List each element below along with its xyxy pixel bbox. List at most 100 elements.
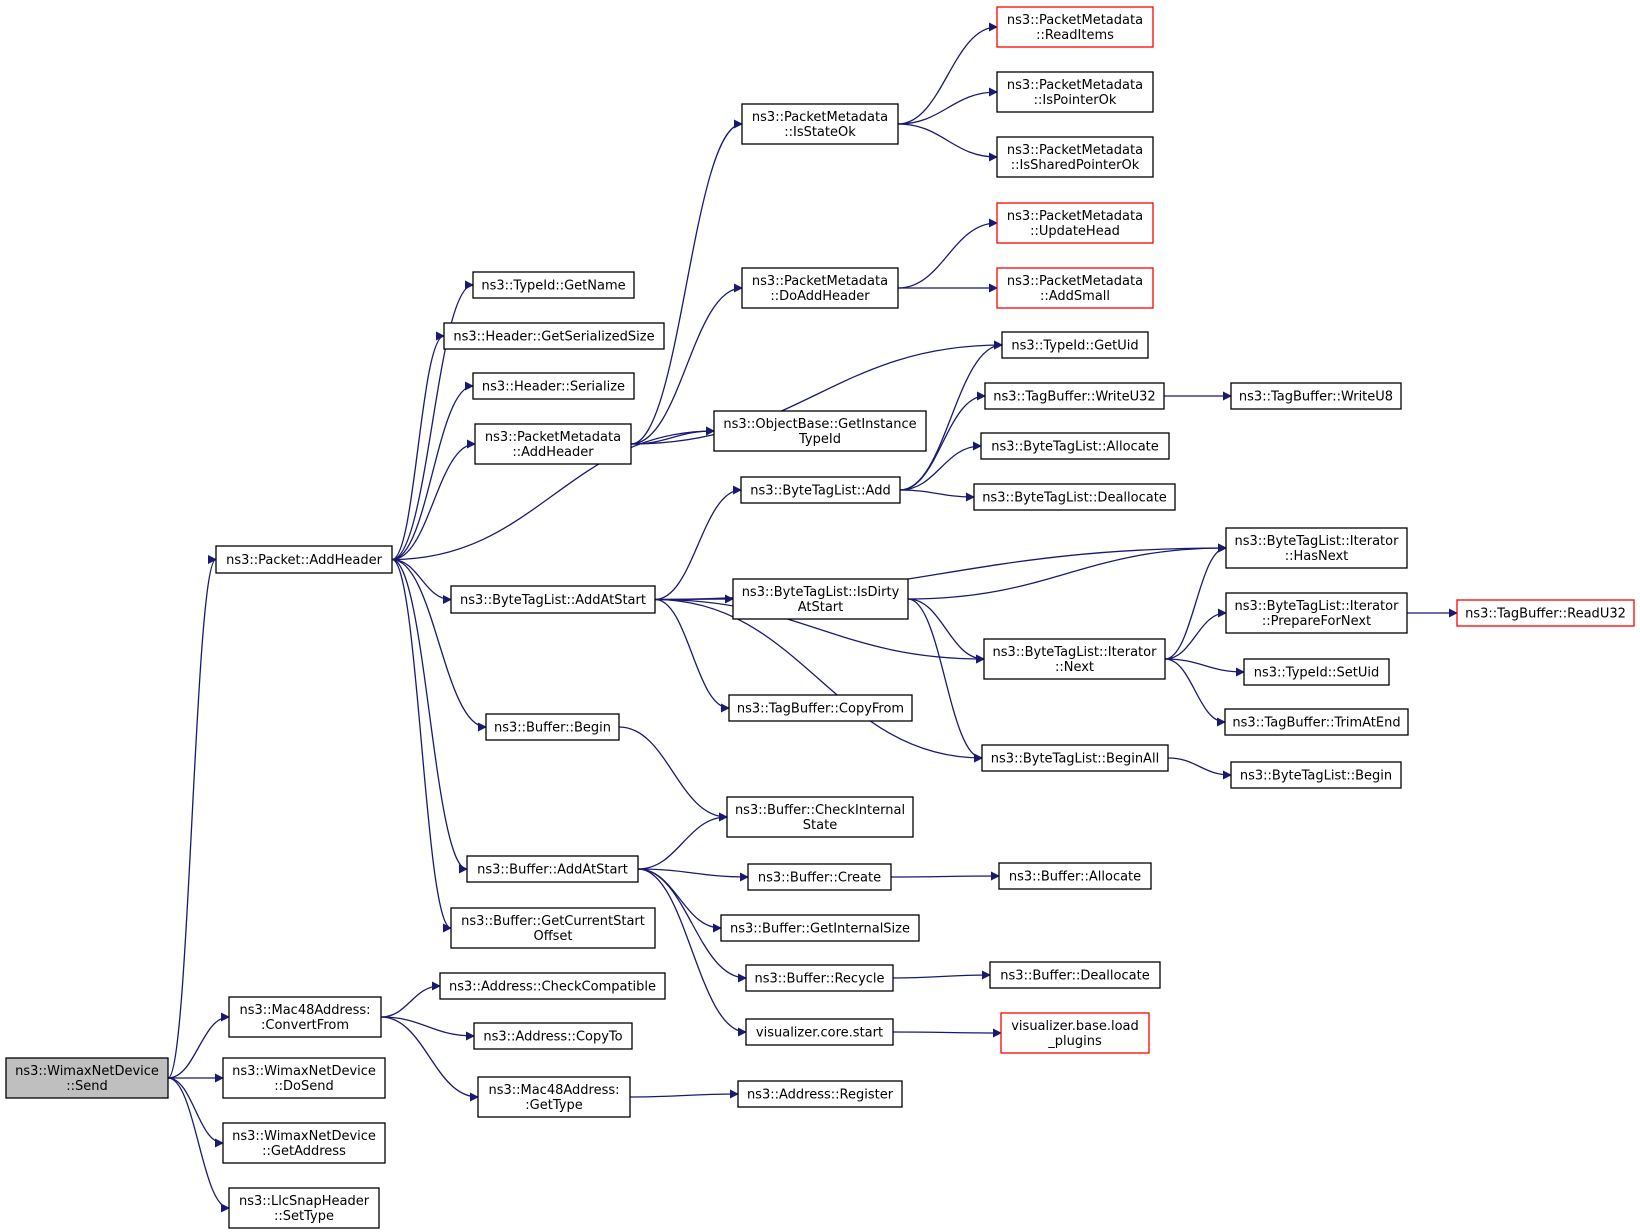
function-node-btl-begin[interactable]: ns3::ByteTagList::Begin: [1230, 761, 1402, 789]
function-node-pm-doaddheader[interactable]: ns3::PacketMetadata::DoAddHeader: [741, 267, 899, 309]
function-node-wimax-send[interactable]: ns3::WimaxNetDevice::Send: [5, 1057, 169, 1099]
function-node-btl-iterator-next[interactable]: ns3::ByteTagList::Iterator::Next: [983, 638, 1166, 680]
call-arrow: [630, 119, 743, 445]
function-node-packet-addheader[interactable]: ns3::Packet::AddHeader: [215, 545, 393, 574]
call-arrow: [907, 598, 985, 664]
function-node-address-register[interactable]: ns3::Address::Register: [737, 1080, 903, 1108]
node-box: [1456, 599, 1635, 627]
node-label: ns3::ByteTagList::Begin: [1240, 769, 1392, 784]
function-node-btl-iterator-preparefornext[interactable]: ns3::ByteTagList::Iterator::PrepareForNe…: [1225, 592, 1408, 634]
node-label: ns3::Header::GetSerializedSize: [453, 330, 654, 345]
node-label: ns3::Buffer::Deallocate: [1000, 969, 1149, 984]
call-edge: [907, 598, 985, 664]
function-node-typeid-setuid[interactable]: ns3::TypeId::SetUid: [1243, 658, 1390, 686]
call-arrow: [380, 1016, 475, 1041]
function-node-buffer-deallocate[interactable]: ns3::Buffer::Deallocate: [989, 961, 1161, 989]
function-node-visualizer-base-load-plugins[interactable]: visualizer.base.load_plugins: [1000, 1012, 1150, 1054]
call-edge: [630, 283, 743, 445]
function-node-typeid-getname[interactable]: ns3::TypeId::GetName: [472, 271, 635, 299]
node-label: ns3::Buffer::Create: [758, 871, 881, 886]
function-node-tagbuffer-readu32[interactable]: ns3::TagBuffer::ReadU32: [1456, 599, 1635, 627]
node-box: [222, 1057, 386, 1099]
function-node-pm-issharedpointerok[interactable]: ns3::PacketMetadata::IsSharedPointerOk: [996, 136, 1154, 178]
function-node-pm-addsmall[interactable]: ns3::PacketMetadata::AddSmall: [996, 267, 1154, 309]
function-node-pm-isstateok[interactable]: ns3::PacketMetadata::IsStateOk: [741, 103, 899, 145]
call-arrow: [907, 543, 1227, 600]
function-node-typeid-getuid[interactable]: ns3::TypeId::GetUid: [1001, 331, 1149, 359]
function-node-pm-readitems[interactable]: ns3::PacketMetadata::ReadItems: [996, 6, 1154, 48]
node-label: ns3::PacketMetadata: [752, 110, 888, 125]
function-node-wimax-dosend[interactable]: ns3::WimaxNetDevice::DoSend: [222, 1057, 386, 1099]
call-arrow: [391, 558, 452, 604]
call-edge: [892, 970, 991, 980]
call-edge: [391, 426, 715, 561]
call-edge: [897, 87, 998, 125]
node-label: ns3::TypeId::SetUid: [1254, 666, 1379, 681]
function-node-tagbuffer-writeu8[interactable]: ns3::TagBuffer::WriteU8: [1230, 382, 1402, 410]
node-box: [439, 972, 666, 1000]
function-node-visualizer-core-start[interactable]: visualizer.core.start: [745, 1018, 894, 1046]
node-box: [450, 585, 656, 614]
function-node-buffer-getinternalsize[interactable]: ns3::Buffer::GetInternalSize: [720, 914, 920, 942]
node-box: [980, 432, 1170, 460]
node-label: ::Send: [66, 1079, 108, 1094]
node-label: ::Next: [1055, 660, 1094, 675]
node-label: :ConvertFrom: [261, 1018, 349, 1033]
call-arrow: [637, 868, 749, 882]
call-edge: [897, 218, 998, 289]
call-edge: [391, 280, 474, 561]
function-node-tagbuffer-trimatend[interactable]: ns3::TagBuffer::TrimAtEnd: [1224, 708, 1409, 736]
call-arrow: [654, 598, 730, 713]
function-node-header-serialize[interactable]: ns3::Header::Serialize: [472, 372, 635, 400]
node-box: [996, 71, 1154, 113]
node-box: [728, 694, 913, 722]
function-node-buffer-addatstart[interactable]: ns3::Buffer::AddAtStart: [466, 855, 639, 883]
function-node-buffer-allocate[interactable]: ns3::Buffer::Allocate: [998, 862, 1152, 890]
function-node-buffer-recycle[interactable]: ns3::Buffer::Recycle: [745, 964, 894, 992]
call-arrow: [391, 439, 476, 561]
call-arrow: [391, 280, 474, 561]
function-node-address-copyto[interactable]: ns3::Address::CopyTo: [473, 1022, 633, 1050]
function-node-btl-iterator-hasnext[interactable]: ns3::ByteTagList::Iterator::HasNext: [1225, 527, 1408, 569]
function-node-address-checkcompatible[interactable]: ns3::Address::CheckCompatible: [439, 972, 666, 1000]
function-node-tagbuffer-writeu32[interactable]: ns3::TagBuffer::WriteU32: [984, 382, 1165, 410]
function-node-mac48-gettype[interactable]: ns3::Mac48Address::GetType: [477, 1076, 631, 1118]
function-node-buffer-create[interactable]: ns3::Buffer::Create: [747, 863, 892, 891]
node-label: ns3::WimaxNetDevice: [15, 1064, 159, 1079]
node-box: [741, 267, 899, 309]
function-node-pm-ispointerok[interactable]: ns3::PacketMetadata::IsPointerOk: [996, 71, 1154, 113]
function-node-btl-add[interactable]: ns3::ByteTagList::Add: [740, 476, 901, 504]
node-label: ::UpdateHead: [1030, 224, 1120, 239]
function-node-llcsnap-settype[interactable]: ns3::LlcSnapHeader::SetType: [228, 1187, 380, 1229]
call-arrow: [167, 1012, 230, 1079]
function-node-mac48-convertfrom[interactable]: ns3::Mac48Address::ConvertFrom: [228, 996, 382, 1038]
node-label: ns3::ObjectBase::GetInstance: [723, 417, 916, 432]
node-label: ns3::PacketMetadata: [1007, 13, 1143, 28]
node-label: ns3::Address::CheckCompatible: [449, 980, 656, 995]
node-label: ns3::ByteTagList::IsDirty: [742, 585, 900, 600]
function-node-btl-allocate[interactable]: ns3::ByteTagList::Allocate: [980, 432, 1170, 460]
function-node-header-getserializedsize[interactable]: ns3::Header::GetSerializedSize: [443, 322, 665, 350]
function-node-buffer-begin[interactable]: ns3::Buffer::Begin: [485, 713, 620, 741]
node-box: [228, 1187, 380, 1229]
function-node-btl-beginall[interactable]: ns3::ByteTagList::BeginAll: [981, 744, 1169, 772]
function-node-wimax-getaddress[interactable]: ns3::WimaxNetDevice::GetAddress: [222, 1122, 386, 1164]
function-node-pm-updatehead[interactable]: ns3::PacketMetadata::UpdateHead: [996, 202, 1154, 244]
function-node-pm-addheader[interactable]: ns3::PacketMetadata::AddHeader: [474, 423, 632, 465]
call-arrow: [629, 1089, 739, 1099]
node-box: [472, 372, 635, 400]
node-box: [984, 382, 1165, 410]
node-label: ns3::TagBuffer::WriteU8: [1239, 390, 1393, 405]
function-node-tagbuffer-copyfrom[interactable]: ns3::TagBuffer::CopyFrom: [728, 694, 913, 722]
function-node-btl-deallocate[interactable]: ns3::ByteTagList::Deallocate: [973, 483, 1176, 511]
call-arrow: [899, 489, 975, 502]
function-node-btl-addatstart[interactable]: ns3::ByteTagList::AddAtStart: [450, 585, 656, 614]
node-box: [474, 423, 632, 465]
node-box: [450, 907, 656, 949]
node-label: ns3::Address::Register: [747, 1088, 894, 1103]
